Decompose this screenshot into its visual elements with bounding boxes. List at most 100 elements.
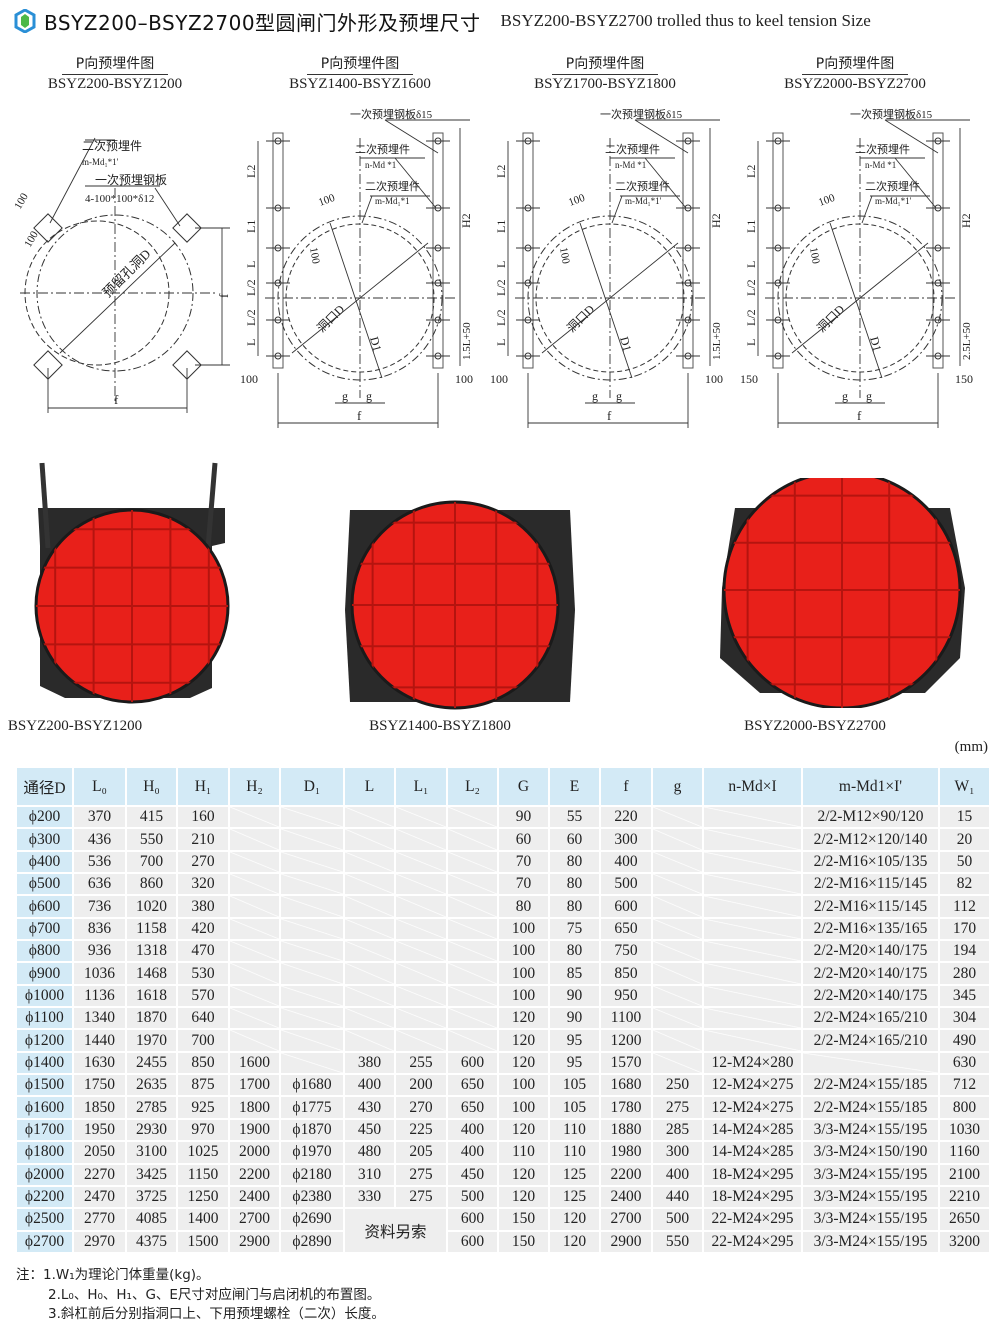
label-dim-g: g (366, 389, 372, 403)
label-dim-100: 100 (567, 192, 587, 209)
empty-cell (702, 827, 803, 852)
table-cell: 80 (548, 872, 601, 897)
label-dim-L2: L2 (494, 165, 508, 178)
gate-photo (34, 462, 230, 704)
table-cell: 1980 (599, 1140, 653, 1165)
table-cell: 120 (497, 1006, 550, 1031)
empty-cell (702, 804, 803, 830)
table-cell: 2/2-M24×155/185 (801, 1095, 940, 1120)
table-cell: 255 (394, 1050, 448, 1076)
table-cell: 160 (176, 804, 230, 830)
column-header: E (548, 766, 601, 807)
empty-cell (279, 939, 345, 964)
empty-cell (279, 894, 345, 919)
label-second-spec: m-Md₁*1' (82, 157, 119, 167)
diameter-cell: ϕ1700 (15, 1117, 74, 1143)
empty-cell (446, 1028, 499, 1053)
table-cell: 100 (497, 1073, 550, 1098)
table-cell: 14-M24×285 (702, 1117, 803, 1143)
label-dim-g: g (616, 389, 622, 403)
table-cell: 2/2-M12×120/140 (801, 827, 940, 852)
label-dim-lower: 2.5L+50 (961, 322, 973, 360)
table-cell: 3/3-M24×150/190 (801, 1140, 940, 1165)
dimension-line (59, 242, 176, 354)
table-cell: 1700 (228, 1073, 281, 1098)
table-cell: 270 (394, 1095, 448, 1120)
table-cell: 2200 (599, 1162, 653, 1187)
table-cell: 2770 (72, 1207, 127, 1232)
label-dim-H2: H2 (459, 213, 473, 228)
diameter-cell: ϕ200 (15, 804, 74, 830)
empty-cell (446, 894, 499, 919)
empty-cell (651, 983, 704, 1009)
table-cell: 310 (343, 1162, 396, 1187)
column-header: L (343, 766, 396, 807)
empty-cell (279, 804, 345, 830)
table-cell: 415 (125, 804, 178, 830)
empty-cell (228, 804, 281, 830)
table-cell: 2900 (599, 1229, 653, 1254)
empty-cell (394, 983, 448, 1009)
label-dim-L1: L1 (744, 220, 758, 233)
label-dim-H2: H2 (959, 213, 973, 228)
table-cell: 100 (497, 1095, 550, 1120)
empty-cell (343, 916, 396, 942)
empty-cell (343, 804, 396, 830)
table-cell: 1440 (72, 1028, 127, 1053)
empty-cell (702, 1028, 803, 1053)
embedded-plate-icon (172, 350, 202, 380)
table-cell: 380 (343, 1050, 396, 1076)
photo-caption: BSYZ200-BSYZ1200 (7, 718, 143, 734)
table-cell: 280 (938, 961, 991, 986)
label-dim-H2: H2 (709, 213, 723, 228)
empty-cell (343, 872, 396, 897)
empty-cell (446, 872, 499, 897)
table-cell: 300 (599, 827, 653, 852)
empty-cell (279, 849, 345, 875)
table-cell: 60 (548, 827, 601, 852)
label-opening-D: 洞口D (314, 302, 347, 335)
table-cell: ϕ1970 (279, 1140, 345, 1165)
table-cell: 370 (72, 804, 127, 830)
table-cell: 2/2-M24×165/210 (801, 1006, 940, 1031)
table-cell: 2200 (228, 1162, 281, 1187)
table-cell: 110 (548, 1140, 601, 1165)
table-cell: 95 (548, 1050, 601, 1076)
table-cell: ϕ2690 (279, 1207, 345, 1232)
table-cell: 345 (938, 983, 991, 1009)
table-cell: 90 (497, 804, 550, 830)
photo-caption: BSYZ1400-BSYZ1800 (369, 718, 511, 734)
diameter-cell: ϕ1500 (15, 1073, 74, 1098)
dimension-line (861, 195, 873, 224)
table-cell: 2930 (125, 1117, 178, 1143)
table-cell: 110 (497, 1140, 550, 1165)
table-cell: 2/2-M12×90/120 (801, 804, 940, 830)
table-cell: 120 (497, 1162, 550, 1187)
empty-cell (394, 1006, 448, 1031)
label-dim-g: g (342, 389, 348, 403)
empty-cell (343, 849, 396, 875)
table-cell: 194 (938, 939, 991, 964)
table-cell: 3/3-M24×155/195 (801, 1162, 940, 1187)
empty-cell (446, 804, 499, 830)
table-cell: 1250 (176, 1184, 230, 1210)
label-second-embedded: 二次预埋件 (355, 142, 410, 156)
label-dim-side: 100 (490, 372, 508, 386)
diameter-cell: ϕ400 (15, 849, 74, 875)
table-cell: 650 (446, 1095, 499, 1120)
drawing-model-range: BSYZ200-BSYZ1200 (47, 76, 183, 92)
table-cell: 285 (651, 1117, 704, 1143)
diameter-cell: ϕ1200 (15, 1028, 74, 1053)
table-cell: ϕ2890 (279, 1229, 345, 1254)
label-dim-side: 150 (955, 372, 973, 386)
table-cell: 2/2-M20×140/175 (801, 939, 940, 964)
